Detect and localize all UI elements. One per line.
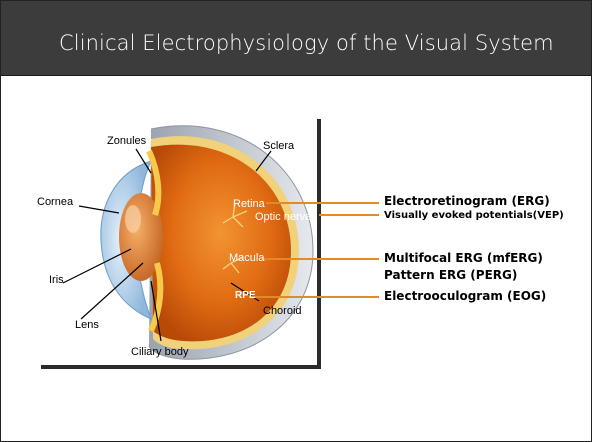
test-mferg: Multifocal ERG (mfERG) xyxy=(384,251,543,265)
label-optic-nerve: Optic nerve xyxy=(255,211,311,223)
test-eog: Electrooculogram (EOG) xyxy=(384,289,546,303)
label-lens: Lens xyxy=(75,319,99,331)
label-zonules: Zonules xyxy=(107,135,146,147)
label-sclera: Sclera xyxy=(263,140,294,152)
frame-bottom xyxy=(41,365,321,369)
test-perg: Pattern ERG (PERG) xyxy=(384,268,517,282)
test-vep: Visually evoked potentials(VEP) xyxy=(384,210,564,221)
label-rpe: RPE xyxy=(235,290,256,301)
test-erg: Electroretinogram (ERG) xyxy=(384,194,550,208)
label-cornea: Cornea xyxy=(37,196,73,208)
frame-right xyxy=(317,119,321,369)
label-choroid: Choroid xyxy=(263,305,302,317)
label-ciliary-body: Ciliary body xyxy=(131,346,188,358)
label-iris: Iris xyxy=(49,274,64,286)
label-retina: Retina xyxy=(233,198,265,210)
label-macula: Macula xyxy=(229,252,264,264)
